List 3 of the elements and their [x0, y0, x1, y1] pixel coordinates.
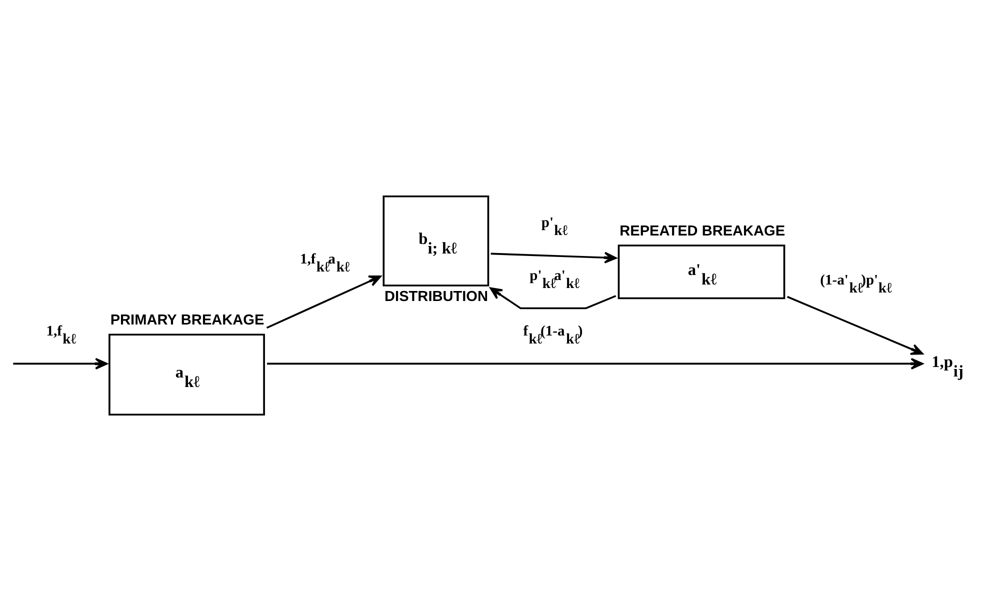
- node-label: REPEATED BREAKAGE: [620, 223, 786, 240]
- node-label: DISTRIBUTION: [384, 288, 488, 305]
- node-label: PRIMARY BREAKAGE: [110, 312, 264, 328]
